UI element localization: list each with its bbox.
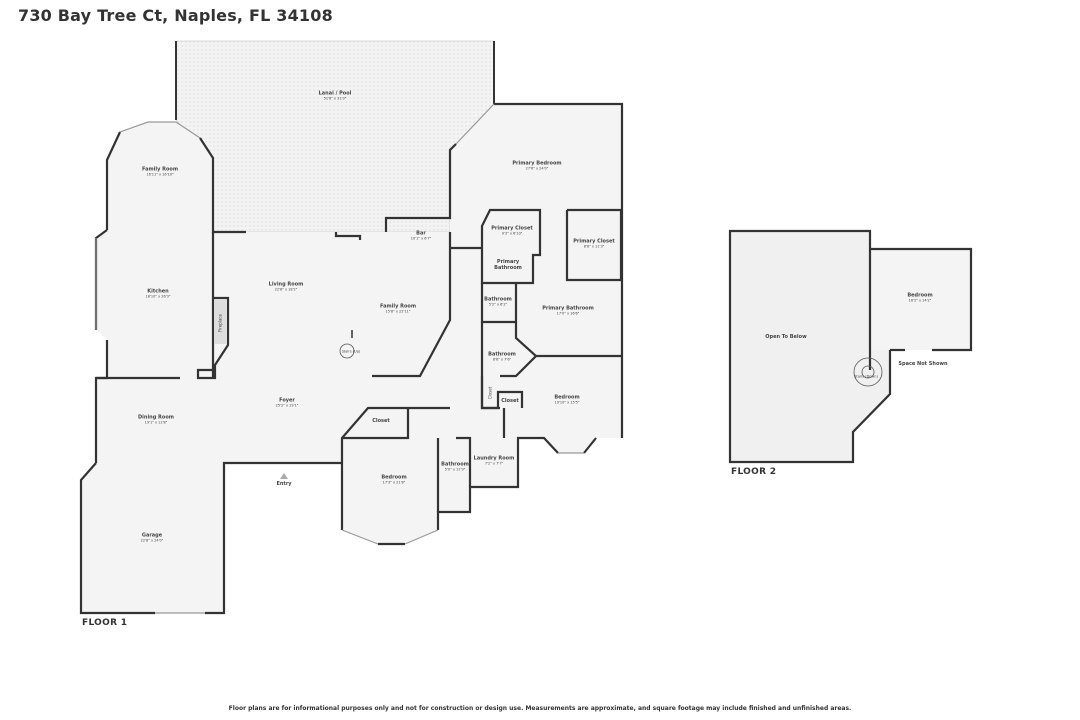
floor-2-plan	[728, 229, 973, 464]
closet-label-2: Closet	[501, 398, 519, 404]
floor-1-plan	[79, 40, 624, 615]
floor-2-label: FLOOR 2	[731, 467, 777, 477]
stairs-up-label: Stairs (Up)	[341, 349, 361, 354]
closet-label-1: Closet	[487, 386, 493, 400]
closet-label-3: Closet	[372, 418, 390, 424]
room-label-open-to-below: Open To Below	[765, 334, 807, 340]
fireplace-label: Fireplace	[217, 314, 223, 332]
space-not-shown-label: Space Not Shown	[898, 361, 948, 367]
entry-label: Entry	[276, 481, 292, 487]
floor-1-label: FLOOR 1	[82, 618, 128, 628]
stairs-down-label: Stairs (Down)	[854, 374, 878, 379]
room-label-primary-bathroom-1: Primary Bathroom	[494, 259, 522, 271]
page-title: 730 Bay Tree Ct, Naples, FL 34108	[18, 6, 333, 25]
disclaimer-text: Floor plans are for informational purpos…	[228, 705, 852, 712]
